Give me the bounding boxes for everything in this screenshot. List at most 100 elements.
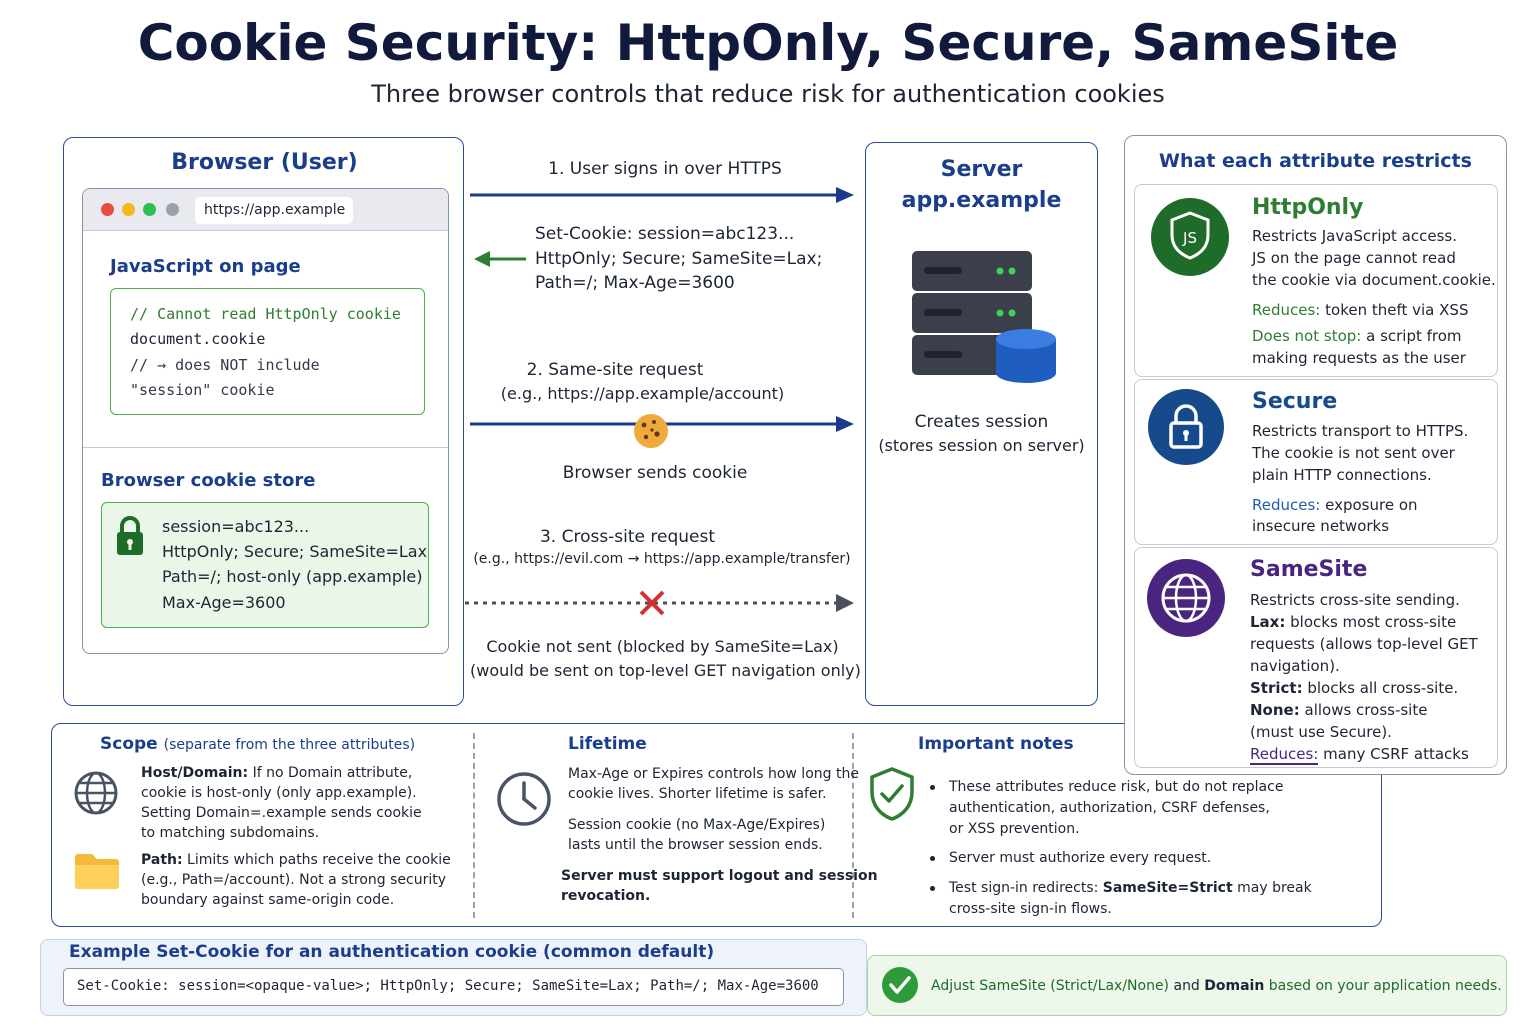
- tip-suffix: based on your application needs.: [1268, 978, 1502, 994]
- note-1-line-2: authentication, authorization, CSRF defe…: [949, 800, 1270, 816]
- server-card: [865, 142, 1098, 706]
- cookie-store-title: Browser cookie store: [101, 470, 316, 491]
- tip-domain: Domain: [1204, 978, 1265, 994]
- samesite-none-text: allows cross-site: [1304, 701, 1428, 719]
- samesite-reduces-text: many CSRF attacks: [1323, 745, 1469, 763]
- samesite-globe-icon: [1147, 559, 1225, 637]
- note-bullet-3: [930, 886, 935, 891]
- note-3-bold: SameSite=Strict: [1102, 880, 1233, 896]
- window-extra-dot: [166, 203, 179, 216]
- samesite-name: SameSite: [1250, 557, 1368, 582]
- bottom-divider-1: [473, 733, 475, 918]
- address-bar[interactable]: [195, 197, 353, 224]
- samesite-strict: Strict: blocks all cross-site.: [1250, 679, 1458, 697]
- note-3-suffix: may break: [1237, 880, 1312, 896]
- flow-step-3-label: 3. Cross-site request: [539, 527, 716, 547]
- cookie-store-box: [101, 502, 429, 628]
- page-title: Cookie Security: HttpOnly, Secure, SameS…: [137, 14, 1399, 72]
- secure-reduces-2: insecure networks: [1252, 517, 1390, 535]
- httponly-desc-3: the cookie via document.cookie.: [1252, 271, 1496, 289]
- window-minimize-dot[interactable]: [122, 203, 135, 216]
- note-bullet-1: [930, 785, 935, 790]
- httponly-reduces-text: token theft via XSS: [1325, 301, 1469, 319]
- samesite-strict-label: Strict:: [1250, 679, 1303, 697]
- js-section-title: JavaScript on page: [110, 256, 301, 277]
- scope-host-text: If no Domain attribute,: [252, 765, 413, 781]
- httponly-not-stop-text: a script from: [1366, 327, 1462, 345]
- samesite-lax: Lax: blocks most cross-site: [1250, 613, 1456, 631]
- lifetime-p2-line-1: Session cookie (no Max-Age/Expires): [568, 817, 826, 833]
- httponly-desc-2: JS on the page cannot read: [1252, 249, 1456, 267]
- browser-divider: [83, 447, 448, 448]
- lifetime-p1-line-2: cookie lives. Shorter lifetime is safer.: [568, 786, 827, 802]
- server-caption-1: Creates session: [914, 412, 1049, 432]
- scope-host-label: Host/Domain:: [141, 765, 249, 781]
- samesite-lax-label: Lax:: [1250, 613, 1286, 631]
- server-title: Server: [940, 157, 1023, 182]
- shield-check-icon: [870, 767, 914, 821]
- secure-desc-3: plain HTTP connections.: [1252, 466, 1432, 484]
- scope-title-note: (separate from the three attributes): [163, 737, 416, 753]
- scope-path-label: Path:: [141, 852, 183, 868]
- arrow-signin: [470, 187, 854, 203]
- note-2: Server must authorize every request.: [949, 850, 1212, 866]
- secure-reduces-text: exposure on: [1325, 496, 1418, 514]
- arrow-set-cookie: [474, 251, 526, 267]
- httponly-not-stop-2: making requests as the user: [1252, 349, 1466, 367]
- code-line-document-cookie: document.cookie: [130, 330, 266, 348]
- example-code-box: [63, 968, 844, 1006]
- store-line-3: Path=/; host-only (app.example): [162, 567, 423, 586]
- server-icon: [912, 251, 1056, 383]
- set-cookie-line-3: Path=/; Max-Age=3600: [535, 273, 735, 293]
- httponly-not-stop-label: Does not stop:: [1252, 327, 1362, 345]
- server-host: app.example: [901, 188, 1062, 213]
- padlock-icon: [1148, 389, 1224, 465]
- address-bar-url: https://app.example: [204, 202, 346, 218]
- scope-path-line-1: Path: Limits which paths receive the coo…: [141, 852, 451, 868]
- secure-reduces-label: Reduces:: [1252, 496, 1321, 514]
- scope-host-line-1: Host/Domain: If no Domain attribute,: [141, 765, 412, 781]
- flow-step-2-example: (e.g., https://app.example/account): [500, 384, 785, 403]
- secure-desc-1: Restricts transport to HTTPS.: [1252, 422, 1469, 440]
- set-cookie-line-2: HttpOnly; Secure; SameSite=Lax;: [535, 249, 823, 269]
- attributes-title: What each attribute restricts: [1159, 150, 1472, 172]
- tip-panel: [867, 955, 1507, 1016]
- httponly-name: HttpOnly: [1252, 195, 1364, 220]
- httponly-not-stop: Does not stop: a script from: [1252, 327, 1462, 345]
- window-maximize-dot[interactable]: [143, 203, 156, 216]
- arrow-cross-site-blocked: [465, 594, 854, 612]
- samesite-lax-3: navigation).: [1250, 657, 1340, 675]
- browser-title: Browser (User): [171, 150, 358, 175]
- lifetime-p3-line-2: revocation.: [561, 888, 651, 904]
- samesite-none-2: (must use Secure).: [1250, 723, 1392, 741]
- httponly-reduces-label: Reduces:: [1252, 301, 1321, 319]
- flow-step-3-example: (e.g., https://evil.com → https://app.ex…: [473, 551, 851, 567]
- secure-name: Secure: [1252, 389, 1338, 414]
- lifetime-p3-line-1: Server must support logout and session: [561, 868, 878, 884]
- example-code: Set-Cookie: session=<opaque-value>; Http…: [77, 978, 819, 994]
- lifetime-p1-line-1: Max-Age or Expires controls how long the: [568, 766, 859, 782]
- httponly-desc-1: Restricts JavaScript access.: [1252, 227, 1457, 245]
- server-caption-2: (stores session on server): [878, 436, 1085, 455]
- lock-icon: [117, 516, 143, 555]
- scope-path-text: Limits which paths receive the cookie: [187, 852, 451, 868]
- notes-title: Important notes: [918, 734, 1074, 754]
- tip-and: and: [1173, 978, 1200, 994]
- store-line-2: HttpOnly; Secure; SameSite=Lax: [162, 542, 428, 561]
- window-close-dot[interactable]: [101, 203, 114, 216]
- clock-icon: [497, 772, 551, 826]
- scope-host-line-2: cookie is host-only (only app.example).: [141, 785, 417, 801]
- scope-host-line-4: to matching subdomains.: [141, 825, 320, 841]
- scope-title-text: Scope: [100, 734, 158, 754]
- note-1-line-1: These attributes reduce risk, but do not…: [949, 779, 1284, 795]
- page-subtitle: Three browser controls that reduce risk …: [371, 80, 1165, 108]
- lifetime-p2-line-2: lasts until the browser session ends.: [568, 837, 823, 853]
- lifetime-title: Lifetime: [568, 734, 647, 754]
- samesite-line-1: Restricts cross-site sending.: [1250, 591, 1460, 609]
- httponly-reduces: Reduces: token theft via XSS: [1252, 301, 1468, 319]
- folder-icon: [75, 854, 119, 889]
- flow-step-2-label: 2. Same-site request: [526, 360, 704, 380]
- samesite-none-label: None:: [1250, 701, 1300, 719]
- note-3-line-1: Test sign-in redirects: SameSite=Strict …: [949, 880, 1312, 896]
- secure-desc-2: The cookie is not sent over: [1252, 444, 1455, 462]
